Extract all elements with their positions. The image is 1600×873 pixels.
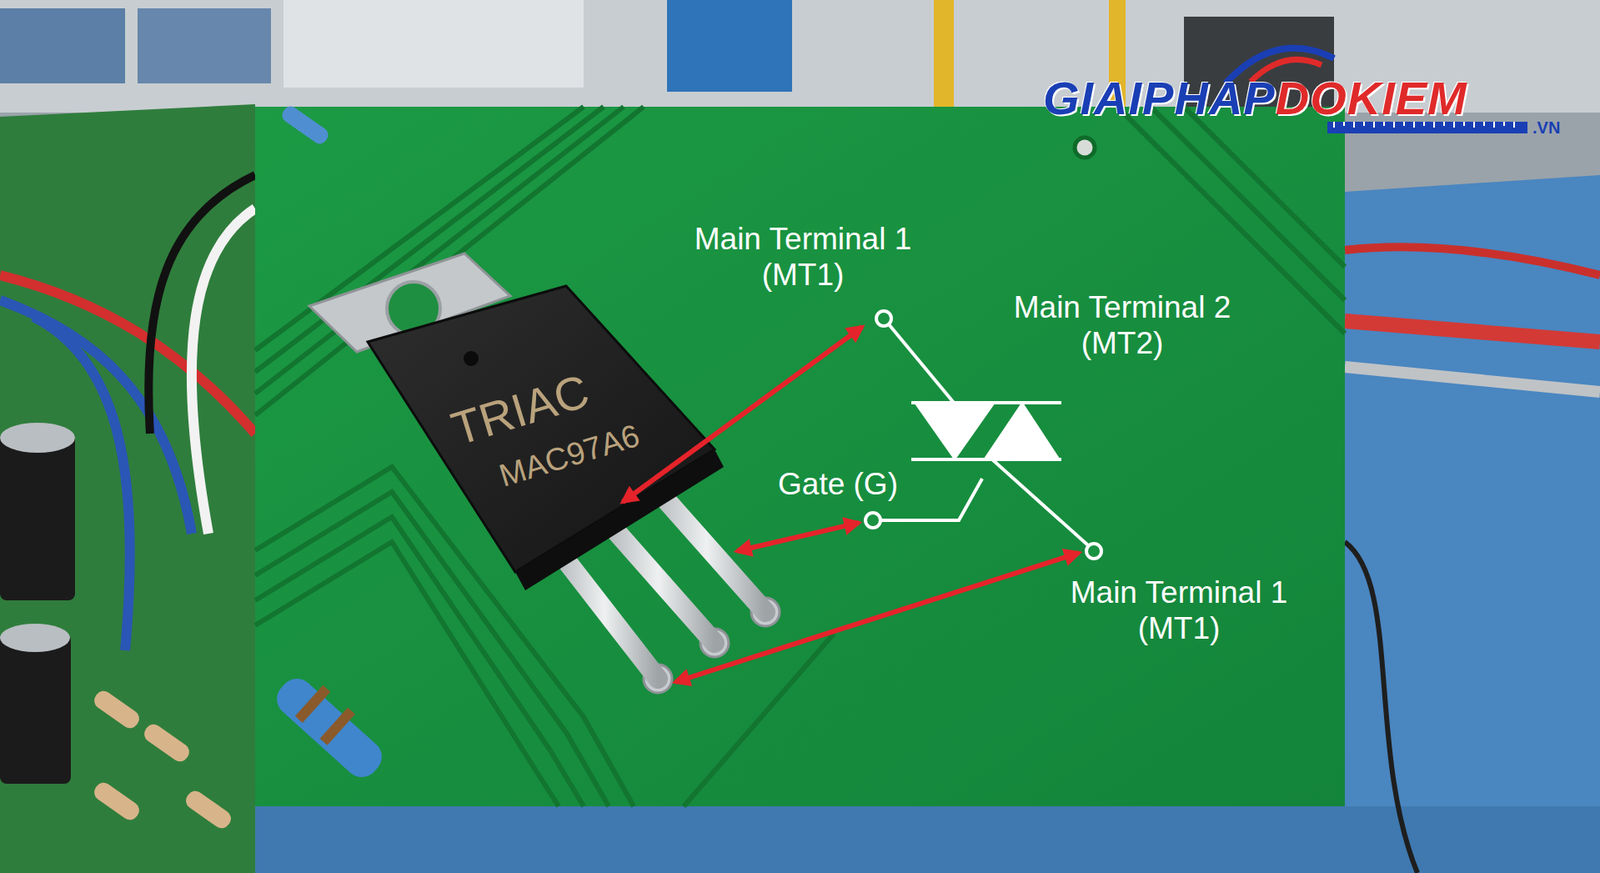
pin1-dot (463, 351, 479, 367)
triac-package (309, 253, 780, 693)
resistor-symbol (182, 787, 235, 832)
symbol-triangle (986, 404, 1058, 458)
probe-wire (1344, 541, 1418, 873)
resistor-symbol (270, 672, 389, 785)
resistor-band (295, 685, 331, 723)
capacitor-top (0, 422, 76, 453)
pcb-trace (255, 541, 559, 807)
leader-arrow (737, 522, 859, 552)
pcb-trace (1183, 106, 1345, 267)
wire (191, 208, 256, 534)
triac-symbol (865, 310, 1102, 559)
circuit-board (0, 104, 256, 873)
symbol-triangle (917, 404, 993, 458)
pin-label: Gate (G) (771, 466, 905, 503)
storage-bin (0, 8, 126, 84)
resistor-symbol (140, 721, 193, 765)
mounting-hole (1074, 137, 1095, 158)
screwdriver (1344, 366, 1600, 392)
terminal-label: Main Terminal 1 (MT1) (1037, 575, 1321, 647)
wire (0, 275, 256, 434)
pcb-trace (683, 633, 834, 807)
resistor-symbol (90, 779, 143, 823)
terminal-label: Main Terminal 1 (MT1) (673, 221, 933, 293)
logo-text: DOKIEM (1275, 71, 1468, 126)
leader-arrow (675, 552, 1079, 683)
terminal-label: Main Terminal 2 (MT2) (980, 290, 1264, 362)
pcb-traces (255, 106, 1345, 807)
logo-text: GIAIPHAP (1043, 71, 1276, 126)
pcb-panel (255, 106, 1345, 807)
capacitor-top (0, 623, 71, 653)
storage-bin (137, 8, 271, 84)
capacitor (0, 633, 71, 784)
resistor-row (90, 687, 235, 832)
pcb-trace (1150, 106, 1345, 301)
terminal-dot (865, 512, 881, 528)
metal-case (283, 0, 584, 88)
resistor-band (320, 707, 356, 745)
instrument (667, 0, 793, 92)
probe-cable (933, 0, 954, 107)
work-mat (1344, 175, 1600, 873)
resistor-symbol (279, 103, 332, 147)
logo-domain: .VN (1532, 118, 1560, 138)
symbol-wire (888, 324, 954, 403)
callout-arrows (622, 326, 1079, 683)
terminal-dot (876, 310, 892, 327)
capacitor (0, 433, 76, 601)
terminal-dot (1086, 543, 1102, 559)
probe-wire (1344, 246, 1600, 276)
test-probe (1344, 321, 1600, 342)
wire (148, 175, 256, 434)
triac-body (367, 285, 715, 572)
resistor-symbol (90, 687, 143, 732)
symbol-wire (992, 459, 1089, 546)
